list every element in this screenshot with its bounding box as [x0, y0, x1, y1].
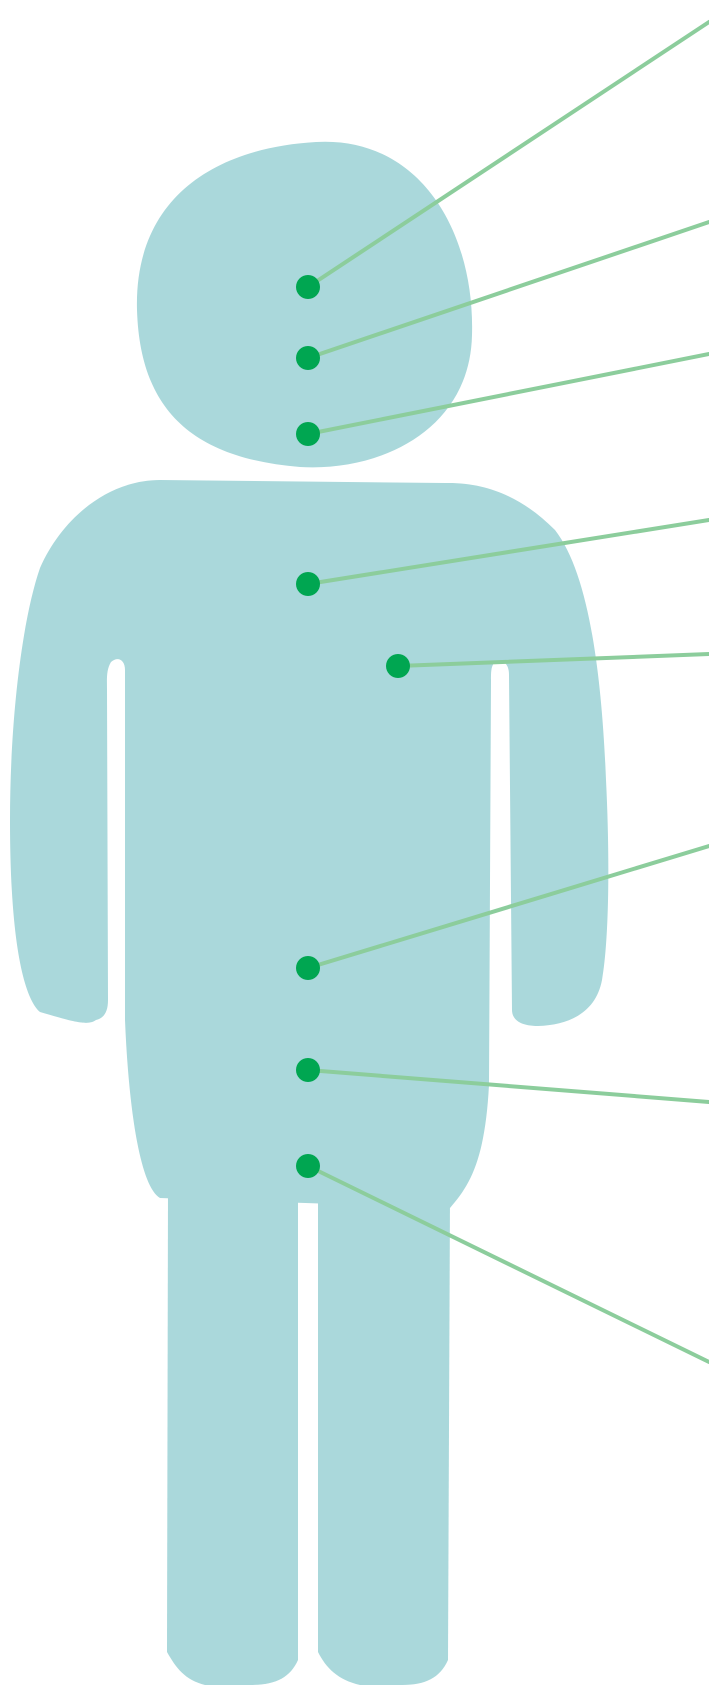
marker-dot-forehead: [296, 275, 320, 299]
leg-gap: [298, 1210, 318, 1685]
marker-dot-upper-chest: [296, 572, 320, 596]
marker-dot-lower-abdomen: [296, 1058, 320, 1082]
right-leg-silhouette: [318, 1190, 450, 1685]
marker-dot-abdomen: [296, 956, 320, 980]
left-leg-silhouette: [167, 1190, 298, 1685]
marker-dot-mid-face: [296, 346, 320, 370]
marker-dot-groin: [296, 1154, 320, 1178]
marker-dot-chin: [296, 422, 320, 446]
marker-dot-right-chest: [386, 654, 410, 678]
head-silhouette: [137, 142, 472, 468]
